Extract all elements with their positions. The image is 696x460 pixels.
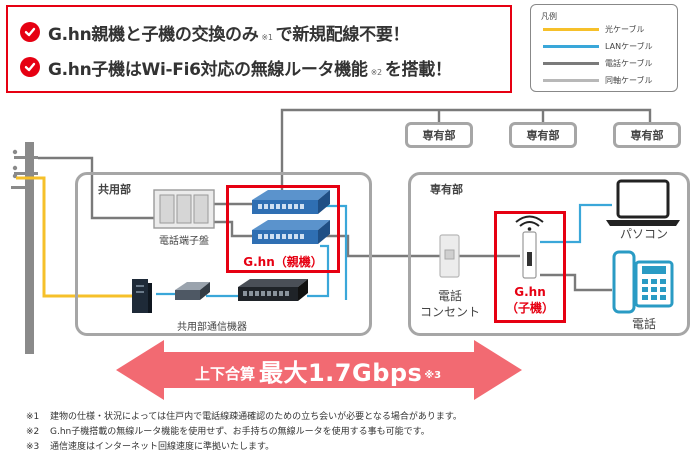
shared-comm-label: 共用部通信機器: [177, 322, 247, 333]
legend-item-fiber: 光ケーブル: [543, 23, 645, 35]
ghn-parent-frame: [226, 185, 340, 273]
laptop-icon: [606, 179, 680, 226]
phone-terminal-label: 電話端子盤: [159, 236, 209, 247]
ghn-child-router-icon: [515, 215, 544, 279]
ghn-child-label: G.hn （子機）: [505, 285, 554, 315]
telephone-icon: [612, 250, 674, 314]
ghn-parent-switch-icon: [252, 190, 330, 214]
hub-device-icon: [175, 282, 210, 300]
outlet-label: 電話 コンセント: [419, 289, 480, 319]
lan-line-swatch: [543, 44, 599, 48]
private-area-label: 専有部: [430, 183, 463, 196]
check-circle-icon: [20, 22, 40, 42]
pc-label: パソコン: [619, 227, 668, 241]
phone-terminal-box-icon: [153, 189, 215, 229]
legend-item-phone: 電話ケーブル: [543, 57, 653, 69]
ghn-child-frame: [494, 211, 566, 323]
shared-area: [75, 172, 372, 336]
unit-box-3: 専有部: [613, 122, 681, 148]
utility-pole-icon: [11, 142, 38, 354]
unit-box-1: 専有部: [405, 122, 473, 148]
speed-arrow-icon: [116, 340, 522, 400]
legend: 凡例 光ケーブル LANケーブル 電話ケーブル 同軸ケーブル: [530, 4, 678, 92]
private-area: [408, 172, 690, 336]
phone-outlet-icon: [439, 234, 460, 278]
unit-box-2: 専有部: [509, 122, 577, 148]
shared-area-label: 共用部: [98, 183, 131, 196]
speed-note: ※3: [424, 369, 442, 381]
coax-line-swatch: [543, 78, 599, 82]
ghn-parent-switch-icon: [252, 220, 330, 244]
fiber-cable: [16, 176, 132, 298]
switch-device-icon: [238, 279, 308, 301]
ghn-parent-label: G.hn（親機）: [243, 255, 323, 269]
check-circle-icon: [20, 57, 40, 77]
phone-line-swatch: [543, 61, 599, 65]
onu-device-icon: [132, 279, 152, 313]
speed-banner: 上下合算 最大1.7Gbps ※3: [120, 344, 516, 396]
legend-item-coax: 同軸ケーブル: [543, 74, 653, 86]
legend-title: 凡例: [541, 12, 557, 21]
legend-item-lan: LANケーブル: [543, 40, 653, 52]
speed-prefix: 上下合算: [194, 364, 255, 383]
phone-label: 電話: [631, 317, 656, 331]
speed-value: 最大1.7Gbps: [258, 358, 423, 387]
phone-cables: [38, 108, 652, 292]
fiber-line-swatch: [543, 27, 599, 31]
